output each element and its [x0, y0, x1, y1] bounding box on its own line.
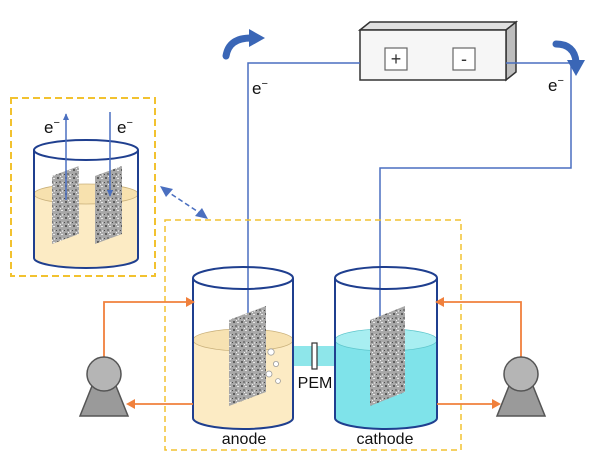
inset-frame	[10, 97, 156, 277]
recirculation-tubing-left	[103, 297, 195, 409]
positive-sign: +	[391, 49, 402, 69]
negative-sign: -	[461, 49, 467, 69]
inset-electron-label-right: e−	[117, 117, 133, 137]
electron-label-right: e−	[548, 75, 564, 95]
inset-connector	[164, 189, 204, 216]
cathode-label: cathode	[357, 431, 414, 448]
pem-label: PEM	[298, 375, 333, 392]
inset-electron-label-left: e−	[44, 117, 60, 137]
pump-left	[78, 356, 130, 417]
positive-terminal	[384, 47, 408, 71]
pump-right	[495, 356, 547, 417]
pem-membrane	[311, 342, 318, 370]
pem-channel	[292, 342, 338, 370]
flow-arrow-left	[222, 29, 265, 60]
recirculation-tubing-right	[435, 297, 522, 409]
inset-electrode-right	[95, 166, 122, 244]
external-circuit	[247, 62, 572, 322]
anode-electrode	[229, 306, 266, 406]
negative-terminal	[452, 47, 476, 71]
power-supply: + -	[357, 20, 519, 82]
gas-bubbles	[265, 348, 281, 384]
anode-label: anode	[222, 431, 267, 448]
inset-beaker: e− e−	[33, 112, 139, 269]
reactor-frame	[164, 219, 462, 451]
flow-arrow-right	[552, 40, 585, 76]
anode-wire	[247, 62, 360, 322]
cathode-electrode	[370, 306, 405, 406]
electron-label-left: e−	[252, 78, 268, 98]
cathode-wire	[379, 62, 572, 322]
anode-chamber	[192, 266, 294, 430]
cathode-chamber	[334, 266, 438, 430]
inset-electrode-left	[52, 166, 79, 244]
